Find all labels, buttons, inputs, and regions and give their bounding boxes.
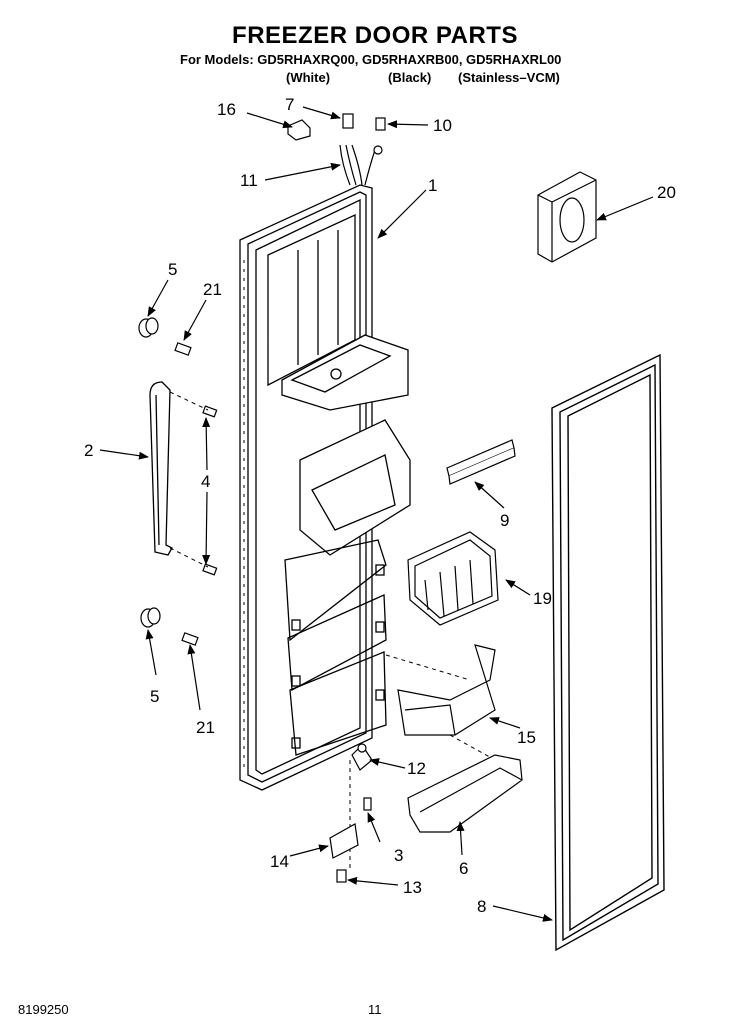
filter-cartridge-part [537,171,597,263]
callout-5-lower: 5 [150,687,159,706]
hinge-part [351,743,373,771]
callout-6: 6 [459,859,468,878]
door-handle-part [149,381,173,556]
callout-9: 9 [500,511,509,530]
finish-black: (Black) [388,70,432,85]
finish-white: (White) [286,70,331,85]
finish-stainless: (Stainless–VCM) [458,70,560,85]
page-title: FREEZER DOOR PARTS [232,22,518,49]
door-bin-part [397,644,496,736]
callout-21-lower: 21 [196,718,215,737]
callout-20: 20 [657,183,676,202]
callout-13: 13 [403,878,422,897]
wire-connector-part [287,119,383,186]
callout-labels: 16 7 10 11 1 20 5 21 2 4 9 19 5 21 15 12… [84,95,676,916]
handle-spacer-upper [138,317,159,338]
document-number: 8199250 [18,1002,69,1017]
callout-2: 2 [84,441,93,460]
callout-14: 14 [270,852,289,871]
callout-16: 16 [217,100,236,119]
page-number: 11 [368,1002,382,1017]
callout-11: 11 [240,171,258,190]
callout-19: 19 [533,589,552,608]
callout-1: 1 [428,176,437,195]
callout-12: 12 [407,759,426,778]
callout-8: 8 [477,897,486,916]
lower-bin-part [407,754,523,833]
door-liner-part [239,184,411,791]
door-gasket-part [551,353,665,952]
callout-15: 15 [517,728,536,747]
trim-strip-part [446,439,516,485]
callout-3: 3 [394,846,403,865]
model-list: For Models: GD5RHAXRQ00, GD5RHAXRB00, GD… [180,52,562,85]
callout-21-upper: 21 [203,280,222,299]
hinge-plate-part [329,823,359,859]
callout-7: 7 [285,95,294,114]
leader-arrows [99,106,654,922]
callout-10: 10 [433,116,452,135]
callout-5-upper: 5 [168,260,177,279]
handle-spacer-lower [140,607,161,628]
callout-4: 4 [201,472,210,491]
screws [174,113,386,883]
models-line: For Models: GD5RHAXRQ00, GD5RHAXRB00, GD… [180,52,562,67]
wire-basket-part [407,531,499,626]
dashed-leaders [169,391,496,870]
